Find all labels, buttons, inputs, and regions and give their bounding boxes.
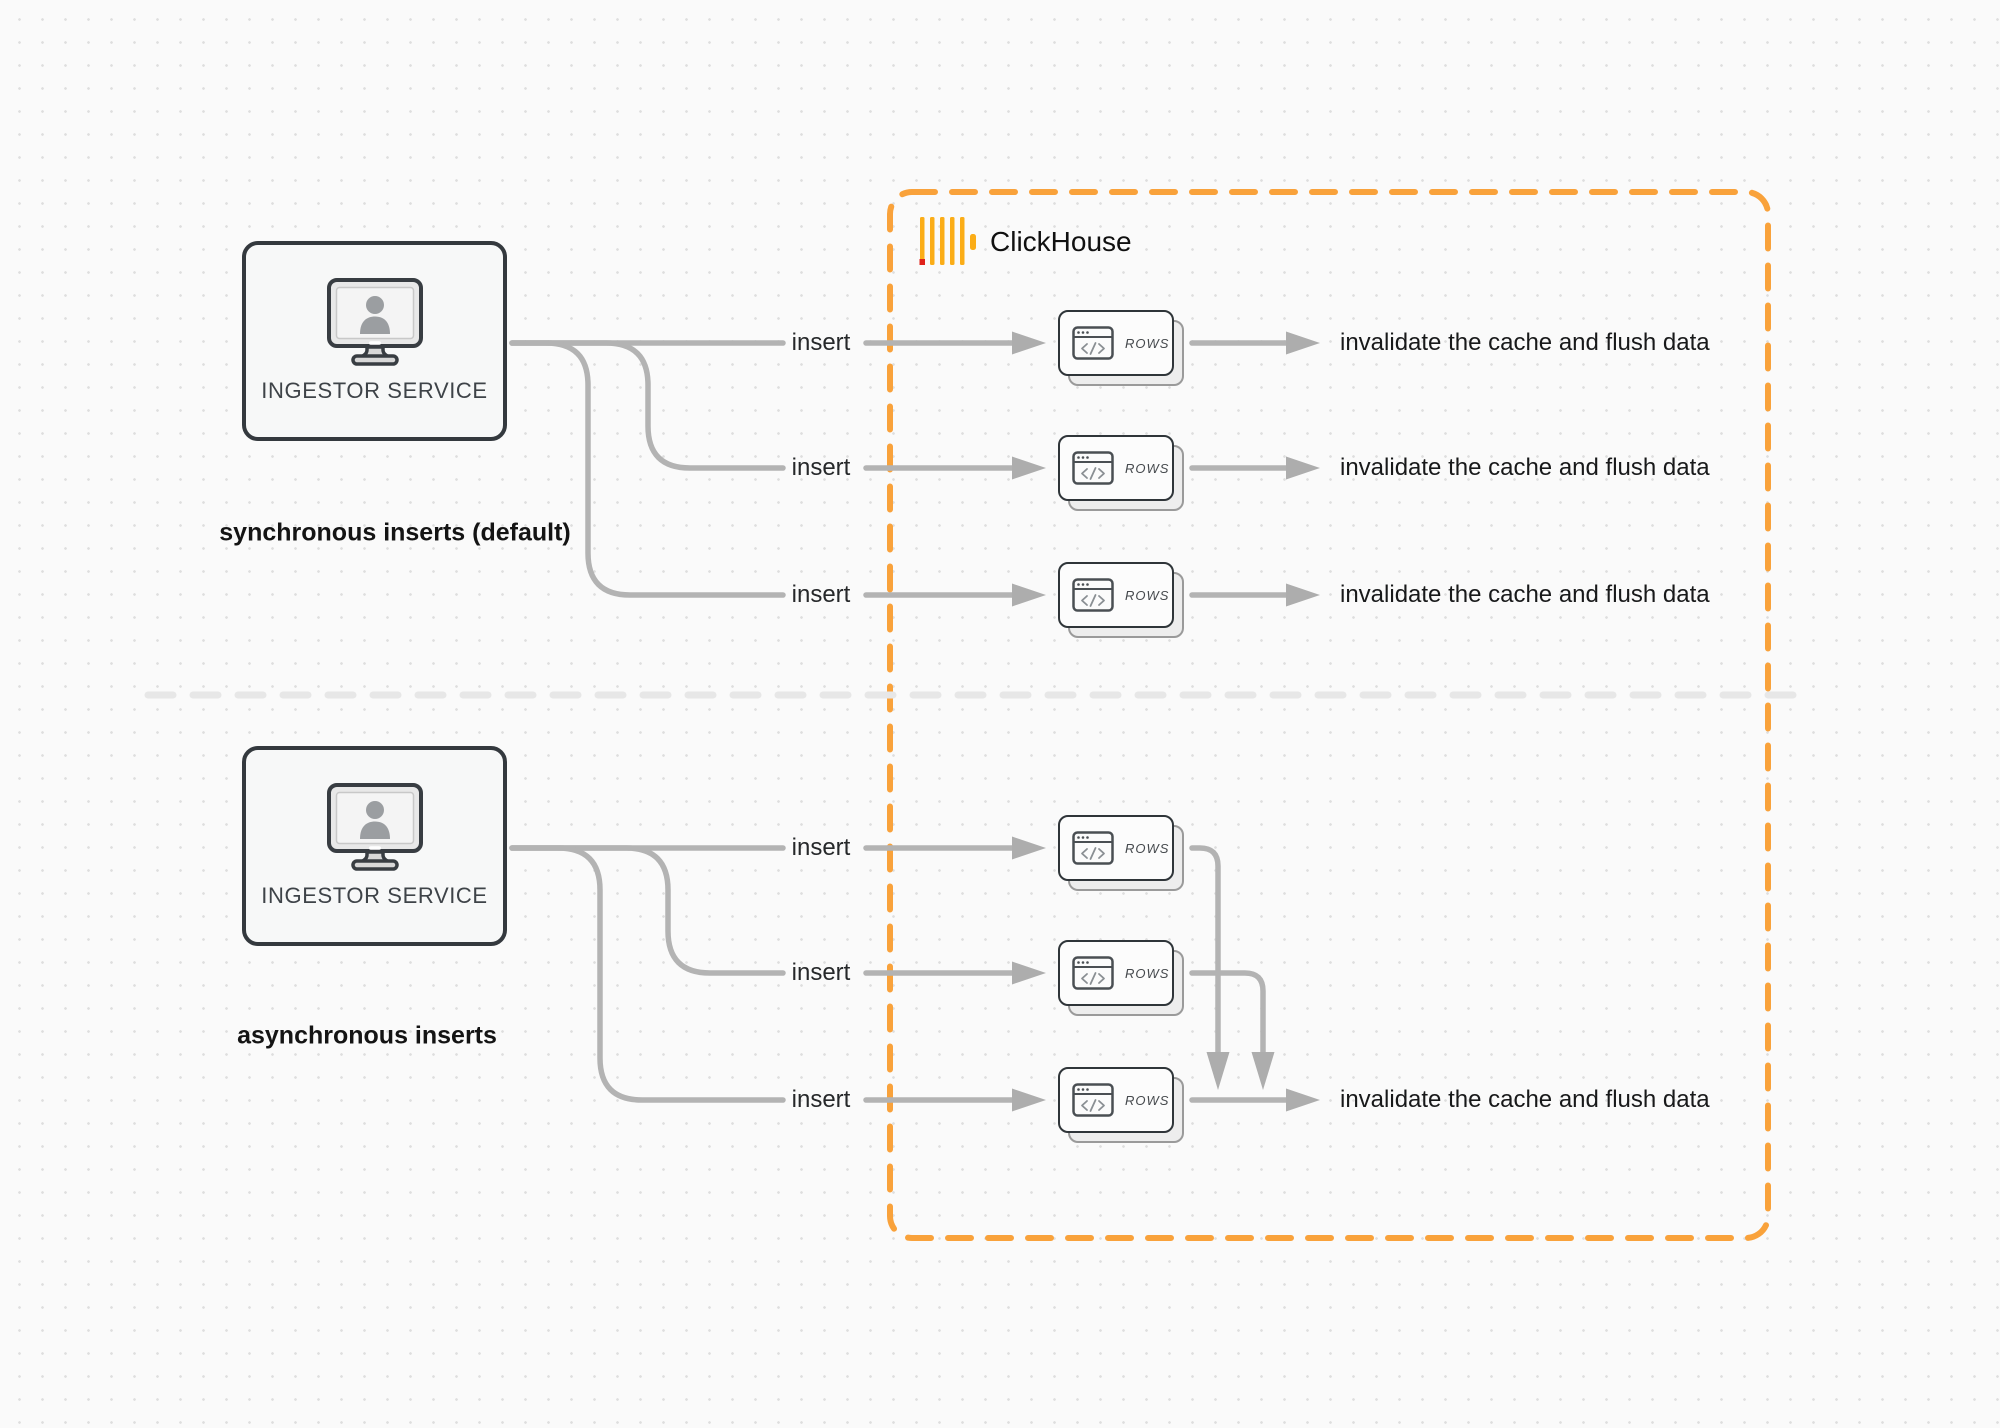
result-label: invalidate the cache and flush data (1340, 581, 1710, 608)
user-icon (365, 296, 384, 314)
insert-label: insert (791, 834, 851, 861)
browser-window-icon (1072, 578, 1114, 612)
clickhouse-logo-icon (919, 217, 976, 265)
async-connectors (509, 845, 1291, 1103)
result-label: invalidate the cache and flush data (1340, 454, 1710, 481)
clickhouse-boundary (887, 189, 1771, 1241)
browser-window-icon (1072, 451, 1114, 485)
rows-label: ROWS (1125, 335, 1170, 351)
rows-label: ROWS (1125, 587, 1170, 603)
rows-card: ROWS (1058, 1067, 1186, 1145)
result-label: invalidate the cache and flush data (1340, 1086, 1710, 1113)
rows-card: ROWS (1058, 815, 1186, 893)
insert-label: insert (791, 581, 851, 608)
result-label: invalidate the cache and flush data (1340, 329, 1710, 356)
sync-arrowheads (1012, 331, 1320, 607)
insert-label: insert (791, 329, 851, 356)
user-icon (365, 801, 384, 819)
async-caption: asynchronous inserts (237, 1021, 497, 1050)
rows-card: ROWS (1058, 435, 1186, 513)
rows-label: ROWS (1125, 840, 1170, 856)
rows-card: ROWS (1058, 310, 1186, 388)
insert-label: insert (791, 454, 851, 481)
rows-card: ROWS (1058, 562, 1186, 640)
ingestor-service-label: INGESTOR SERVICE (261, 883, 488, 908)
rows-label: ROWS (1125, 1092, 1170, 1108)
insert-label: insert (791, 1086, 851, 1113)
ingestor-service-label: INGESTOR SERVICE (261, 378, 488, 403)
monitor-user-icon (326, 783, 423, 871)
insert-label: insert (791, 959, 851, 986)
sync-connectors (509, 340, 1291, 598)
browser-window-icon (1072, 956, 1114, 990)
sync-caption: synchronous inserts (default) (219, 518, 571, 547)
browser-window-icon (1072, 831, 1114, 865)
rows-label: ROWS (1125, 460, 1170, 476)
rows-card: ROWS (1058, 940, 1186, 1018)
ingestor-service-box-async: INGESTOR SERVICE (242, 746, 507, 946)
monitor-user-icon (326, 278, 423, 366)
ingestor-service-box-sync: INGESTOR SERVICE (242, 241, 507, 441)
browser-window-icon (1072, 1083, 1114, 1117)
async-arrowheads (1012, 836, 1320, 1112)
rows-label: ROWS (1125, 965, 1170, 981)
browser-window-icon (1072, 326, 1114, 360)
clickhouse-label: ClickHouse (990, 226, 1132, 257)
